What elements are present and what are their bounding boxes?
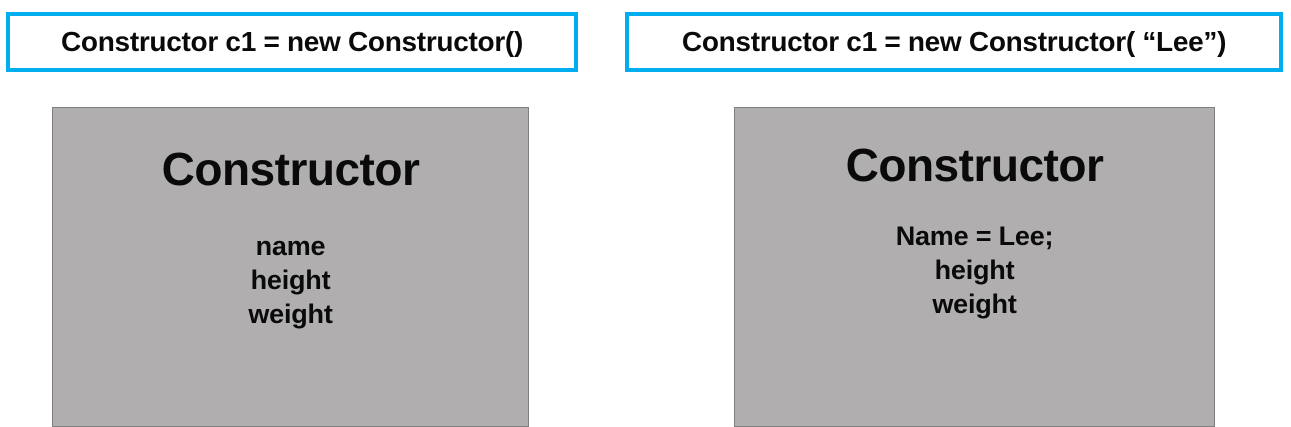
field-item: Name = Lee; [895,221,1054,251]
field-item: weight [248,298,333,329]
object-box-default-constructor: Constructor name height weight [52,107,529,427]
field-list-default: name height weight [53,230,528,331]
field-item: height [934,254,1015,285]
object-title-parameterized: Constructor [845,139,1104,191]
object-box-parameterized-constructor: Constructor Name = Lee; height weight [734,107,1215,427]
field-item: name [255,231,326,261]
object-title-default: Constructor [161,143,420,195]
field-list-parameterized: Name = Lee; height weight [735,220,1214,321]
code-label-parameterized-constructor: Constructor c1 = new Constructor( “Lee”) [625,12,1283,72]
field-item: height [250,264,331,295]
constructor-comparison-diagram: Constructor c1 = new Constructor() Const… [6,12,1283,427]
code-label-default-constructor-text: Constructor c1 = new Constructor() [61,26,523,57]
code-label-parameterized-constructor-text: Constructor c1 = new Constructor( “Lee”) [681,26,1227,57]
field-item: weight [932,288,1017,319]
code-label-default-constructor: Constructor c1 = new Constructor() [6,12,578,72]
